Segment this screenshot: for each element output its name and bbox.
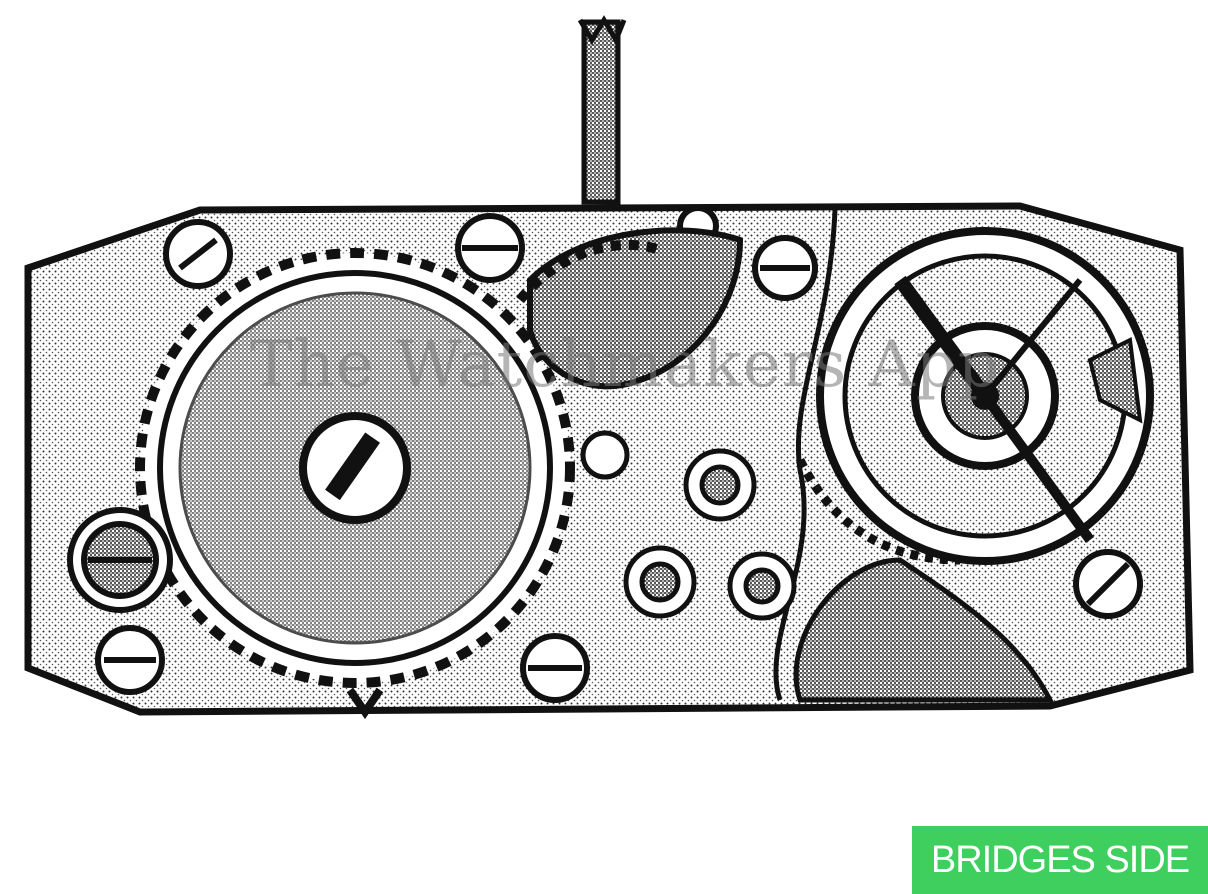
bridge-outline xyxy=(773,209,838,701)
view-side-badge: BRIDGES SIDE xyxy=(912,826,1208,894)
winding-stem xyxy=(577,15,627,205)
crown-wheel xyxy=(516,227,744,390)
plate-screws xyxy=(67,205,1143,703)
barrel-wheel xyxy=(135,248,575,688)
jewel-settings xyxy=(580,430,797,621)
watermark-text: The Watchmakers App xyxy=(250,328,1000,402)
escape-gearing xyxy=(793,457,1055,703)
lower-post xyxy=(346,687,384,720)
balance-assembly xyxy=(816,227,1154,565)
